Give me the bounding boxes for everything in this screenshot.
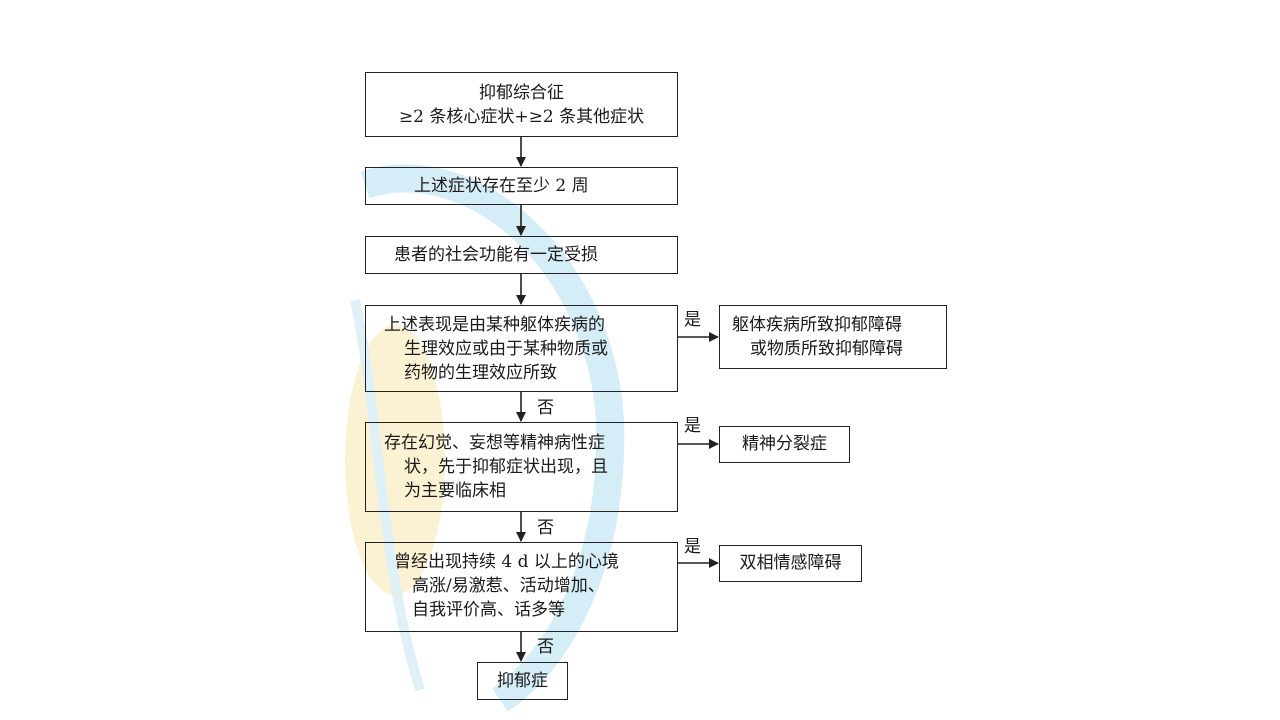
- label-no-somatic: 否: [537, 398, 554, 418]
- label-yes-somatic: 是: [684, 310, 701, 330]
- box-function-text: 患者的社会功能有一定受损: [394, 245, 598, 265]
- outcome-somatic-line-1: 躯体疾病所致抑郁障碍: [732, 315, 902, 335]
- decision-psychotic-line-1: 存在幻觉、妄想等精神病性症: [384, 433, 605, 453]
- box-end-text: 抑郁症: [497, 671, 548, 691]
- decision-mania-line-3: 自我评价高、话多等: [412, 600, 565, 620]
- box-duration-text: 上述症状存在至少 2 周: [414, 176, 589, 196]
- decision-mania-line-2: 高涨/易激惹、活动增加、: [412, 576, 605, 596]
- outcome-somatic-line-2: 或物质所致抑郁障碍: [750, 339, 903, 359]
- outcome-somatic-depression: 躯体疾病所致抑郁障碍 或物质所致抑郁障碍: [719, 305, 947, 369]
- outcome-bipolar-disorder: 双相情感障碍: [719, 545, 862, 582]
- box-start-line-2: ≥2 条核心症状+≥2 条其他症状: [398, 107, 645, 127]
- box-social-function: 患者的社会功能有一定受损: [365, 236, 678, 274]
- label-no-psychotic: 否: [537, 518, 554, 538]
- box-depressive-syndrome: 抑郁综合征 ≥2 条核心症状+≥2 条其他症状: [365, 72, 678, 137]
- outcome-schizophrenia: 精神分裂症: [719, 426, 850, 463]
- decision-somatic-line-2: 生理效应或由于某种物质或: [404, 339, 608, 359]
- outcome-bipolar-text: 双相情感障碍: [739, 553, 842, 573]
- decision-psychotic-line-3: 为主要临床相: [404, 481, 506, 501]
- outcome-schizophrenia-text: 精神分裂症: [742, 434, 827, 454]
- box-depression-diagnosis: 抑郁症: [477, 662, 568, 700]
- label-yes-mania: 是: [684, 537, 701, 557]
- label-no-mania: 否: [537, 637, 554, 657]
- box-start-line-1: 抑郁综合征: [479, 83, 564, 103]
- decision-somatic-line-3: 药物的生理效应所致: [404, 363, 557, 383]
- box-duration: 上述症状存在至少 2 周: [365, 167, 678, 205]
- label-yes-psychotic: 是: [684, 416, 701, 436]
- decision-somatic-substance: 上述表现是由某种躯体疾病的 生理效应或由于某种物质或 药物的生理效应所致: [365, 305, 678, 392]
- decision-manic-history: 曾经出现持续 4 d 以上的心境 高涨/易激惹、活动增加、 自我评价高、话多等: [365, 542, 678, 632]
- decision-psychotic-symptoms: 存在幻觉、妄想等精神病性症 状，先于抑郁症状出现，且 为主要临床相: [365, 422, 678, 512]
- decision-mania-line-1: 曾经出现持续 4 d 以上的心境: [394, 552, 619, 572]
- decision-somatic-line-1: 上述表现是由某种躯体疾病的: [384, 315, 605, 335]
- decision-psychotic-line-2: 状，先于抑郁症状出现，且: [404, 457, 608, 477]
